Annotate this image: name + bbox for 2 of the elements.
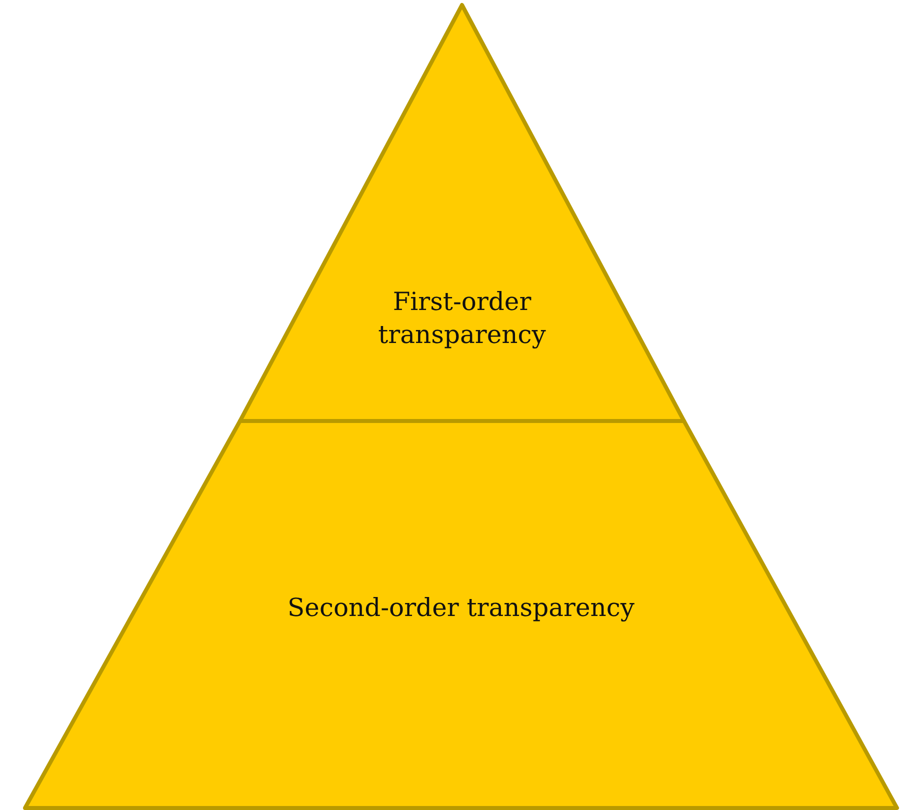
tier-label: First-order transparency	[377, 286, 547, 351]
tier-label: Second-order transparency	[286, 592, 636, 624]
